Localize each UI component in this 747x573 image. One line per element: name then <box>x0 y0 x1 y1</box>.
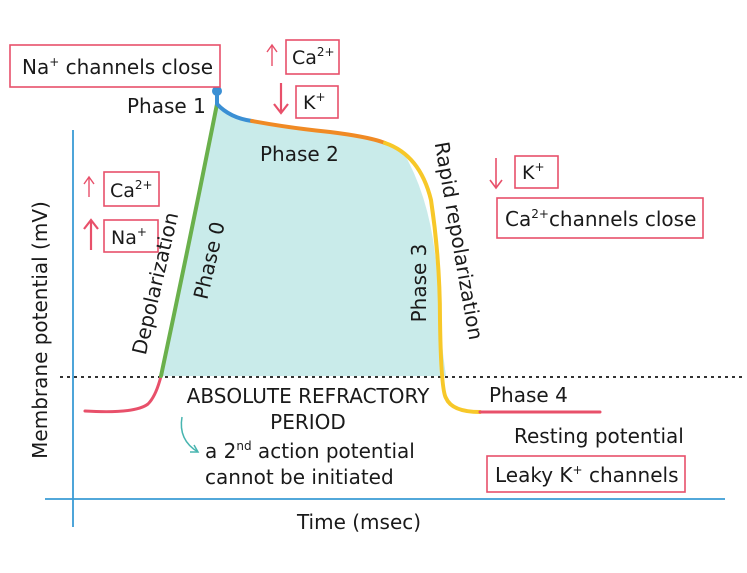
ca-increase-box-phase2 <box>285 39 340 75</box>
phase-1-curve <box>215 90 254 123</box>
na-channels-close-box <box>9 44 221 88</box>
up-arrow-icon <box>266 43 278 66</box>
down-arrow-icon <box>273 83 289 115</box>
up-arrow-icon <box>83 218 99 250</box>
k-ion-label: K+ <box>522 160 545 184</box>
ca-ion-label: Ca2+ <box>292 45 335 69</box>
up-arrow-icon <box>83 175 95 197</box>
arp-note-line2: cannot be initiated <box>205 465 394 489</box>
down-arrow-icon <box>489 158 503 190</box>
resting-potential-label: Resting potential <box>514 424 684 448</box>
ca-ion-label: Ca2+ <box>110 178 153 202</box>
phase-4-resting-left <box>83 374 163 414</box>
ca-increase-box-phase0 <box>103 171 160 207</box>
phase-3-label: Phase 3 <box>407 244 431 323</box>
na-ion-label: Na+ <box>111 225 147 249</box>
na-increase-box-phase0 <box>103 219 159 253</box>
arp-title-line1: ABSOLUTE REFRACTORY <box>187 384 430 408</box>
phase-3-curve <box>383 141 482 414</box>
k-decrease-box-phase3 <box>514 155 559 189</box>
ca-channels-close-label: Ca2+channels close <box>505 207 696 231</box>
phase-0-curve <box>159 102 219 378</box>
y-axis-label: Membrane potential (mV) <box>28 201 52 459</box>
arp-note-line1: a 2nd action potential <box>205 439 415 463</box>
arp-title-line2: PERIOD <box>270 410 346 434</box>
refractory-area <box>161 104 446 376</box>
leaky-k-channels-label: Leaky K+ channels <box>495 463 679 487</box>
x-axis-label: Time (msec) <box>296 510 421 534</box>
peak-dot <box>212 86 222 96</box>
curved-arrow-icon <box>180 416 200 453</box>
ca-channels-close-box <box>496 197 704 239</box>
phase-4-label: Phase 4 <box>489 383 568 407</box>
leaky-k-channels-box <box>486 455 686 493</box>
phase-1-label: Phase 1 <box>127 94 206 118</box>
k-ion-label: K+ <box>303 90 326 114</box>
k-decrease-box-phase2 <box>295 85 339 119</box>
phase-2-label: Phase 2 <box>260 142 339 166</box>
phase-2-curve <box>250 119 387 145</box>
na-channels-close-label: Na+ channels close <box>22 55 213 79</box>
